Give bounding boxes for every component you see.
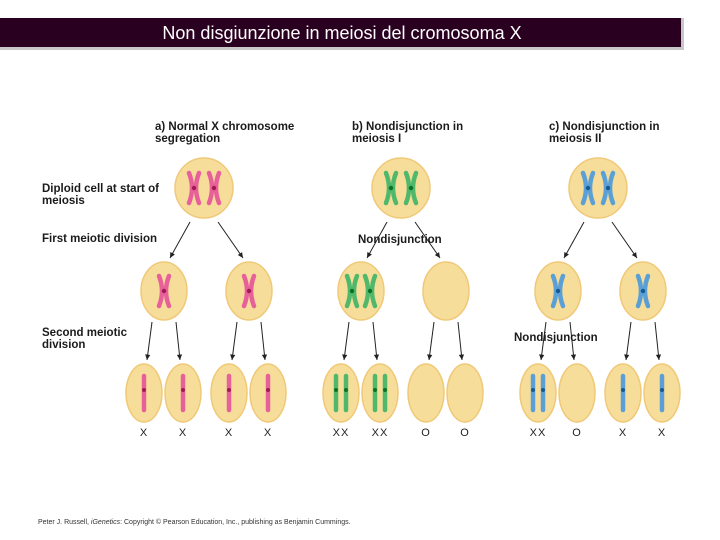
centromere bbox=[555, 288, 561, 294]
centromere bbox=[541, 388, 545, 392]
centromere bbox=[142, 388, 146, 392]
arrow-shaft bbox=[625, 321, 632, 361]
gamete-label: X bbox=[618, 427, 628, 439]
copyright-rest: : Copyright © Pearson Education, Inc., p… bbox=[120, 519, 351, 526]
slide-title: Non disgiunzione in meiosi del cromosoma… bbox=[162, 23, 522, 43]
row-label-first-division: First meiotic division bbox=[42, 233, 158, 245]
arrow-shaft bbox=[611, 221, 638, 259]
centromere bbox=[211, 185, 217, 191]
column-heading-normal: a) Normal X chromosome segregation bbox=[155, 121, 295, 145]
gamete-label: X bbox=[139, 427, 149, 439]
centromere bbox=[605, 185, 611, 191]
arrow-shaft bbox=[169, 221, 191, 259]
gamete-label: O bbox=[572, 427, 582, 439]
arrow-shaft bbox=[231, 321, 238, 361]
arrow-head bbox=[564, 252, 569, 258]
centromere bbox=[373, 388, 377, 392]
column-heading-meiosis-1: b) Nondisjunction in meiosis I bbox=[352, 121, 464, 145]
arrow-head bbox=[539, 354, 545, 360]
cell bbox=[558, 363, 596, 423]
title-bar: Non disgiunzione in meiosi del cromosoma… bbox=[0, 18, 684, 50]
centromere bbox=[408, 185, 414, 191]
centromere bbox=[191, 185, 197, 191]
cell bbox=[568, 157, 628, 219]
arrow-head bbox=[427, 354, 433, 360]
arrow-head bbox=[230, 354, 236, 360]
arrow-head bbox=[342, 354, 348, 360]
arrow-head bbox=[570, 354, 577, 360]
arrow-head bbox=[434, 252, 440, 258]
centromere bbox=[266, 388, 270, 392]
copyright-author: Peter J. Russell, bbox=[38, 519, 91, 526]
cell bbox=[371, 157, 431, 219]
cell bbox=[174, 157, 234, 219]
arrow-shaft bbox=[366, 221, 388, 259]
cell bbox=[361, 363, 399, 423]
centromere bbox=[334, 388, 338, 392]
arrow-shaft bbox=[654, 321, 660, 361]
arrow-head bbox=[367, 252, 372, 258]
gamete-label: XX bbox=[529, 427, 547, 439]
centromere bbox=[640, 288, 646, 294]
column-heading-meiosis-2: c) Nondisjunction in meiosis II bbox=[549, 121, 660, 145]
arrow-head bbox=[624, 354, 630, 360]
copyright-book-title: iGenetics bbox=[90, 519, 121, 526]
arrow-head bbox=[145, 354, 151, 360]
centromere bbox=[621, 388, 625, 392]
arrow-head bbox=[237, 252, 243, 258]
cell bbox=[519, 363, 557, 423]
centromere bbox=[181, 388, 185, 392]
arrow-shaft bbox=[540, 321, 547, 361]
arrow-shaft bbox=[414, 221, 441, 259]
centromere bbox=[531, 388, 535, 392]
centromere bbox=[246, 288, 252, 294]
arrow-head bbox=[458, 354, 465, 360]
centromere bbox=[349, 288, 355, 294]
centromere bbox=[161, 288, 167, 294]
gamete-label: O bbox=[460, 427, 470, 439]
arrow-shaft bbox=[146, 321, 153, 361]
arrow-shaft bbox=[428, 321, 435, 361]
centromere bbox=[367, 288, 373, 294]
row-label-diploid: Diploid cell at start of meiosis bbox=[42, 183, 159, 207]
arrow-shaft bbox=[175, 321, 181, 361]
gamete-label: XX bbox=[371, 427, 389, 439]
copyright-notice: Peter J. Russell, iGenetics: Copyright ©… bbox=[38, 519, 351, 526]
gamete-label: O bbox=[421, 427, 431, 439]
arrow-head bbox=[176, 354, 183, 360]
centromere bbox=[585, 185, 591, 191]
arrow-head bbox=[261, 354, 268, 360]
centromere bbox=[388, 185, 394, 191]
row-label-second-division: Second meiotic division bbox=[42, 327, 127, 351]
cell bbox=[322, 363, 360, 423]
cell bbox=[337, 261, 385, 321]
cell bbox=[407, 363, 445, 423]
centromere bbox=[660, 388, 664, 392]
arrow-shaft bbox=[563, 221, 585, 259]
arrow-head bbox=[655, 354, 662, 360]
arrow-shaft bbox=[372, 321, 378, 361]
nondisjunction-label-b: Nondisjunction bbox=[358, 234, 442, 246]
centromere bbox=[383, 388, 387, 392]
centromere bbox=[344, 388, 348, 392]
gamete-label: XX bbox=[332, 427, 350, 439]
gamete-label: X bbox=[263, 427, 273, 439]
gamete-label: X bbox=[657, 427, 667, 439]
arrow-shaft bbox=[457, 321, 463, 361]
cell bbox=[446, 363, 484, 423]
gamete-label: X bbox=[178, 427, 188, 439]
arrow-head bbox=[373, 354, 380, 360]
arrow-head bbox=[631, 252, 637, 258]
arrow-shaft bbox=[260, 321, 266, 361]
arrow-head bbox=[170, 252, 175, 258]
arrow-shaft bbox=[569, 321, 575, 361]
cell bbox=[422, 261, 470, 321]
centromere bbox=[227, 388, 231, 392]
arrow-shaft bbox=[343, 321, 350, 361]
arrow-shaft bbox=[217, 221, 244, 259]
gamete-label: X bbox=[224, 427, 234, 439]
nondisjunction-label-c: Nondisjunction bbox=[514, 332, 598, 344]
